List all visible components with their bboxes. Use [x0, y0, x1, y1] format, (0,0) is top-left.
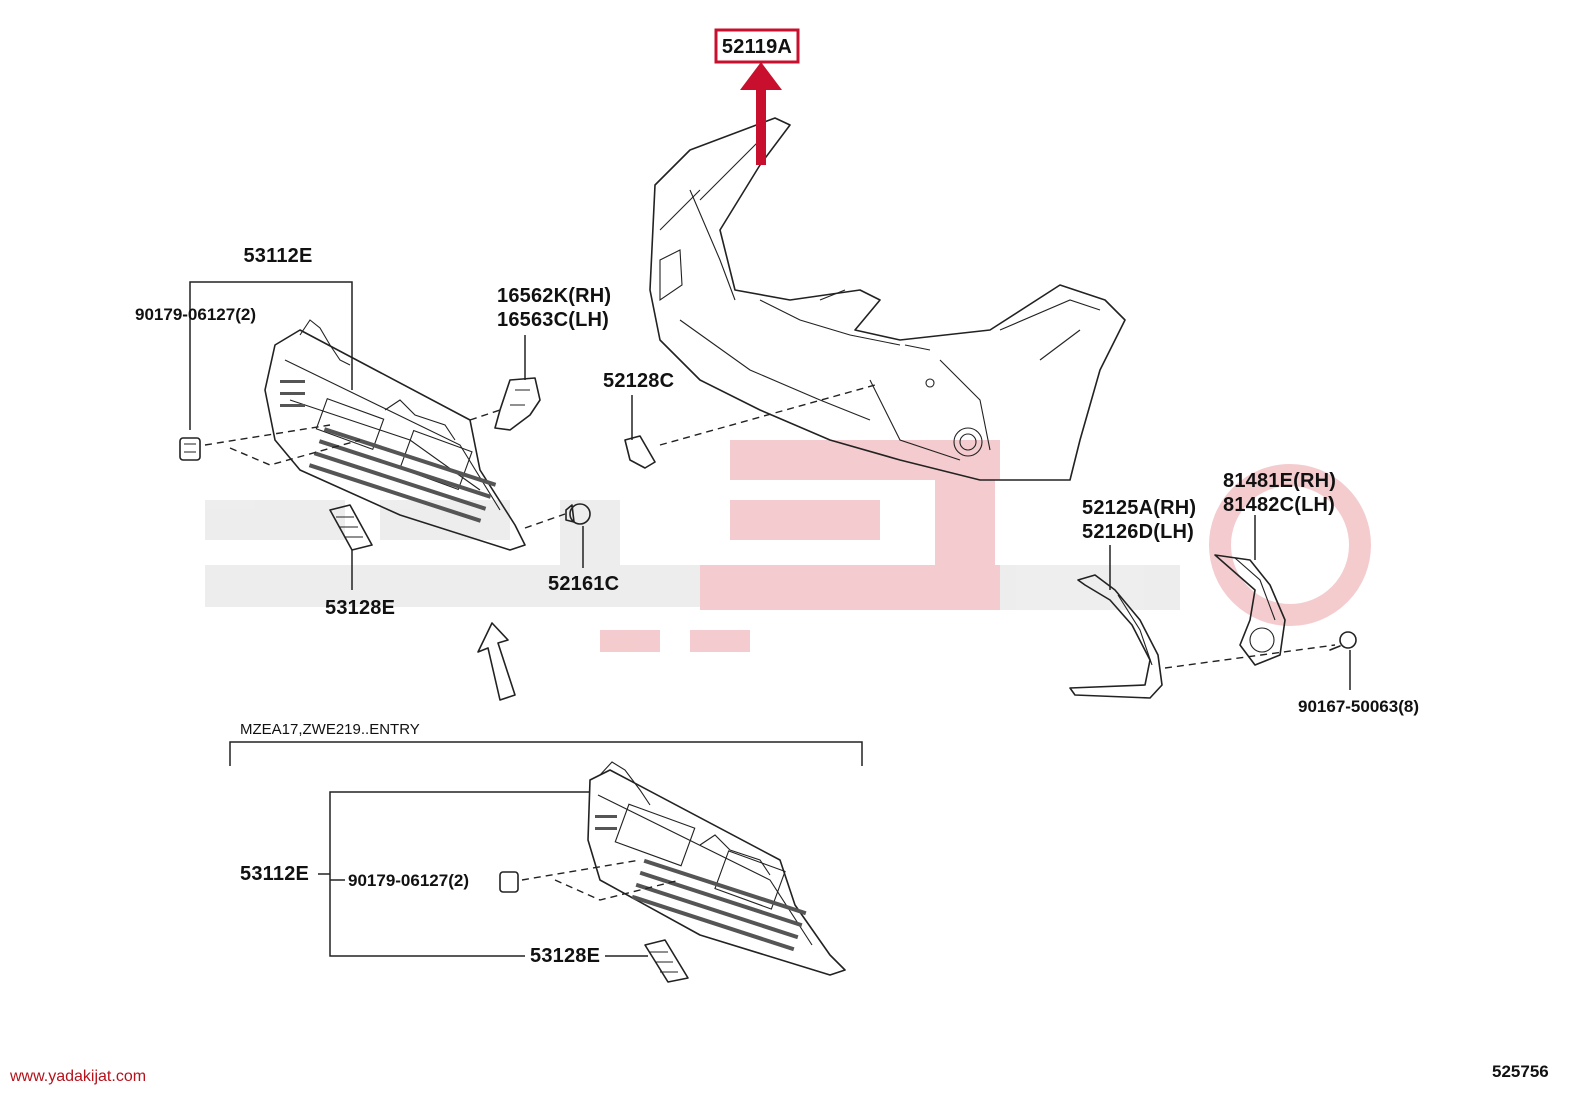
small-cover-part	[624, 435, 656, 469]
variant-arrow	[477, 622, 516, 701]
fog-bezel	[1214, 554, 1286, 666]
dash-bracket	[469, 409, 501, 421]
nut-part	[565, 503, 591, 525]
label-grille-lower[interactable]: 53112E	[240, 863, 309, 885]
lower-grille	[587, 761, 846, 976]
clip-left-lower-part	[644, 939, 689, 983]
front-bumper-cover	[649, 117, 1126, 481]
label-bezel-lh[interactable]: 81482C(LH)	[1223, 494, 1335, 516]
dash-clip-lower-2	[554, 879, 681, 901]
label-bracket-lh[interactable]: 16563C(LH)	[497, 309, 609, 331]
dash-screw	[1164, 644, 1336, 669]
dash-clip-lower	[521, 859, 641, 881]
label-variant-note: MZEA17,ZWE219..ENTRY	[240, 721, 420, 738]
label-screw[interactable]: 90167-50063(8)	[1298, 697, 1419, 716]
label-highlighted-part[interactable]: 52119A	[722, 36, 792, 58]
label-nut[interactable]: 52161C	[548, 573, 619, 595]
highlighted-part-box[interactable]	[714, 28, 800, 64]
dash-cover-small	[659, 384, 876, 446]
variant-bracket	[229, 741, 863, 766]
label-garnish-lh[interactable]: 52126D(LH)	[1082, 521, 1194, 543]
clip-left-upper-part	[329, 504, 373, 551]
label-garnish-rh[interactable]: 52125A(RH)	[1082, 497, 1196, 519]
dash-nut	[524, 513, 566, 529]
watermark-logo	[205, 440, 1371, 652]
highlight-arrow	[740, 62, 782, 165]
fog-garnish	[1069, 574, 1163, 699]
figure-number: 525756	[1492, 1062, 1549, 1081]
website-footer[interactable]: www.yadakijat.com	[10, 1068, 147, 1085]
clip-lower-part	[499, 871, 519, 893]
label-cover-small[interactable]: 52128C	[603, 370, 674, 392]
label-bezel-rh[interactable]: 81481E(RH)	[1223, 470, 1336, 492]
dash-clip-upper-2	[229, 439, 361, 466]
grille-mesh	[280, 380, 497, 523]
bumper-bracket	[494, 377, 541, 431]
label-grille-upper[interactable]: 53112E	[243, 245, 312, 267]
label-clip-lower[interactable]: 90179-06127(2)	[348, 871, 469, 890]
dash-clip-upper	[204, 424, 331, 446]
upper-grille	[264, 319, 526, 551]
lower-grille-mesh	[595, 815, 807, 952]
label-clip-upper[interactable]: 90179-06127(2)	[135, 305, 256, 324]
screw-part	[1329, 631, 1357, 651]
label-clip-left-lower[interactable]: 53128E	[530, 945, 600, 967]
label-clip-left-upper[interactable]: 53128E	[325, 597, 395, 619]
leader-grille-upper	[189, 281, 353, 430]
clip-upper-part	[179, 437, 201, 461]
label-bracket-rh[interactable]: 16562K(RH)	[497, 285, 611, 307]
